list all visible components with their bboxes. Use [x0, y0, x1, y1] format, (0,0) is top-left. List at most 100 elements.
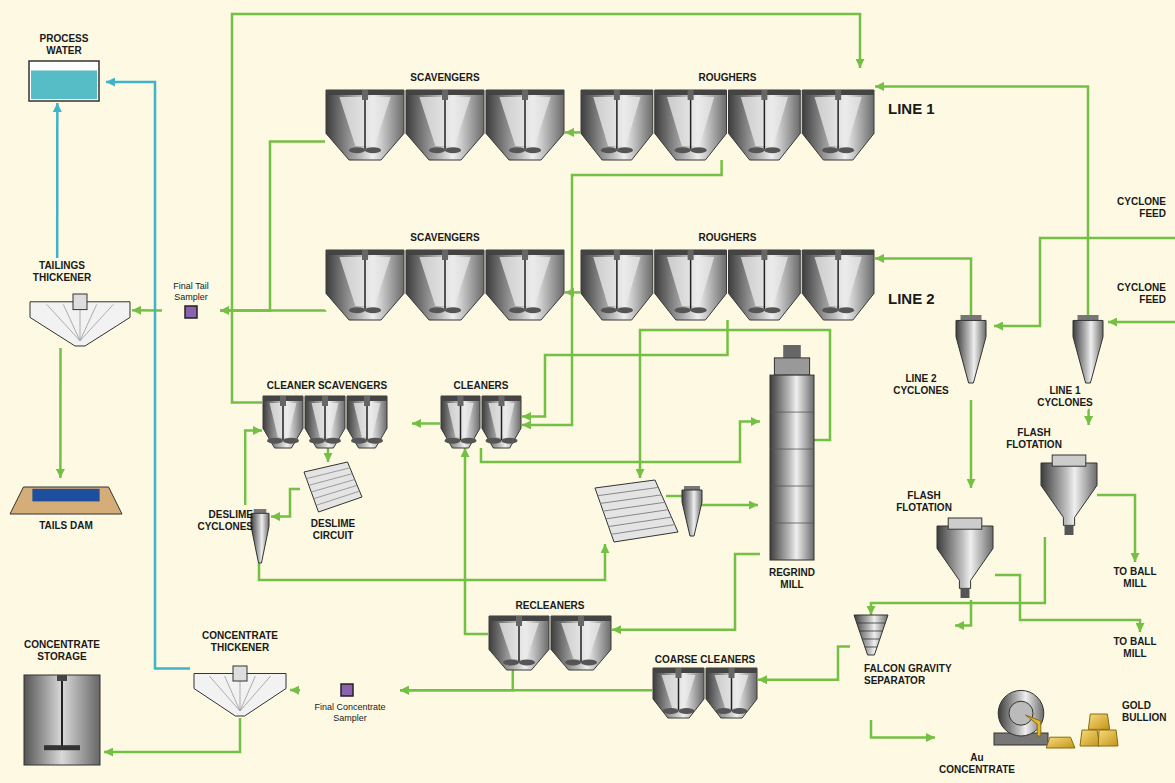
equipment-node: Au CONCENTRATE	[935, 688, 1080, 778]
drawing-part	[309, 474, 353, 486]
flowsheet-label: TO BALL MILL	[1104, 636, 1166, 660]
mill-symbol	[770, 345, 814, 560]
equipment-node: Final Tail Sampler	[162, 281, 220, 323]
drawing-part	[61, 681, 63, 747]
drawing-part	[729, 90, 801, 160]
drawing-part	[259, 544, 605, 580]
flash-symbol	[1041, 455, 1097, 535]
drawing-part	[653, 668, 704, 718]
drawing-part	[509, 147, 525, 153]
equipment-node: TAILS DAM	[10, 478, 122, 538]
equipment-label: DESLIME CIRCUIT	[300, 518, 366, 542]
drawing-part	[948, 518, 982, 529]
drawing-part	[518, 626, 520, 662]
drawing-part	[770, 412, 814, 413]
drawing-part	[349, 147, 365, 153]
equipment-node: FLASH FLOTATION	[1005, 425, 1100, 537]
drawing-part	[691, 147, 707, 153]
drawing-part	[578, 616, 584, 626]
cells-symbol	[325, 250, 565, 320]
drawing-part	[1026, 715, 1041, 736]
cells-symbol	[440, 396, 522, 448]
drawing-part	[956, 320, 986, 383]
drawing-part	[362, 250, 368, 260]
equipment-node: SCAVENGERS	[325, 68, 565, 160]
water-line	[106, 82, 190, 669]
drawing-part	[837, 100, 839, 150]
drawing-part	[306, 468, 350, 479]
slurry-line	[220, 142, 325, 311]
drawing-part	[325, 438, 341, 444]
drawing-part	[729, 668, 735, 678]
drawing-part	[267, 438, 283, 444]
slurry-line	[481, 422, 760, 463]
drawing-part	[322, 396, 328, 406]
flowsheet-label: TO BALL MILL	[1104, 566, 1166, 590]
drawing-part	[611, 525, 674, 535]
drawing-part	[706, 668, 757, 718]
drawing-part	[961, 315, 982, 320]
thick-symbol	[194, 666, 286, 716]
equipment-node: LINE 2 CYCLONES	[890, 315, 990, 400]
drawing-part	[251, 513, 269, 563]
drawing-part	[770, 523, 814, 524]
screen-symbol	[304, 462, 362, 512]
drawing-part	[770, 375, 814, 560]
drawing-part	[802, 90, 874, 160]
drawing-part	[854, 615, 888, 655]
drawing-part	[31, 71, 97, 100]
drawing-part	[365, 147, 381, 153]
drawing-part	[445, 307, 461, 313]
equipment-label: RECLEANERS	[488, 600, 612, 612]
drawing-part	[1080, 730, 1100, 746]
feed-lines	[259, 238, 1175, 632]
drawing-part	[489, 616, 549, 670]
drawing-part	[326, 250, 404, 320]
drawing-part	[1108, 321, 1175, 324]
drawing-part	[1088, 714, 1109, 729]
drawing-part	[859, 631, 882, 632]
equipment-node: CONCENTRATE THICKENER	[190, 628, 290, 718]
drawing-part	[24, 675, 100, 765]
drawing-part	[282, 406, 284, 440]
drawing-part	[1046, 737, 1075, 748]
drawing-part	[444, 260, 446, 310]
drawing-part	[838, 307, 854, 313]
cells-symbol	[325, 90, 565, 160]
drawing-part	[501, 406, 503, 440]
flash-symbol	[937, 518, 993, 598]
equipment-label: COARSE CLEANERS	[652, 654, 758, 666]
drawing-part	[688, 250, 694, 260]
drawing-part	[606, 510, 668, 519]
thick-symbol	[30, 294, 130, 346]
equipment-node: DESLIME CYCLONES	[195, 505, 271, 563]
equipment-node: RECLEANERS	[488, 598, 612, 670]
drawing-part	[442, 250, 448, 260]
drawing-part	[666, 495, 682, 498]
drawing-part	[598, 487, 659, 495]
drawing-part	[688, 90, 694, 100]
slurry-line	[875, 258, 971, 315]
equipment-node: PROCESS WATER	[22, 33, 106, 103]
drawing-part	[565, 659, 581, 665]
slurry-line	[59, 348, 62, 478]
drawing-part	[364, 260, 366, 310]
drawing-part	[770, 449, 814, 450]
drawing-part	[1009, 701, 1033, 725]
drawing-part	[44, 745, 80, 750]
equipment-node: CONCENTRATE STORAGE	[20, 637, 104, 767]
equipment-node: SCAVENGERS	[325, 228, 565, 320]
slurry-line	[565, 131, 580, 134]
storage-symbol	[24, 675, 100, 765]
drawing-part	[729, 250, 801, 320]
drawing-part	[822, 147, 838, 153]
drawing-part	[32, 489, 99, 502]
equipment-label: Final Concentrate Sampler	[300, 702, 400, 724]
drawing-part	[961, 588, 970, 598]
drawing-part	[601, 307, 617, 313]
drawing-part	[748, 307, 764, 313]
drawing-part	[748, 147, 764, 153]
drawing-part	[365, 307, 381, 313]
drawing-part	[1073, 320, 1103, 383]
